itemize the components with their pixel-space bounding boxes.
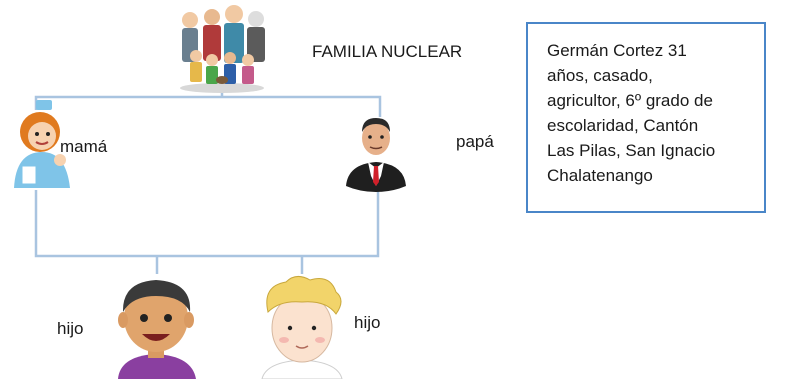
connector-top <box>34 95 382 117</box>
father-info-text: Germán Cortez 31 años, casado, agriculto… <box>547 41 716 185</box>
connector-parents <box>34 188 380 258</box>
father-info-box: Germán Cortez 31 años, casado, agriculto… <box>526 22 766 213</box>
connector-lines <box>34 84 382 274</box>
son-2-label: hijo <box>354 313 381 332</box>
nurse-mother-icon <box>14 100 70 188</box>
mother-label: mamá <box>60 137 108 156</box>
father-suit-icon <box>341 118 411 192</box>
father-label: papá <box>456 132 494 151</box>
family-group-icon <box>180 5 265 93</box>
boy-dark-hair-icon <box>118 280 196 379</box>
diagram-title: FAMILIA NUCLEAR <box>312 42 463 61</box>
son-1-label: hijo <box>57 319 84 338</box>
boy-blond-hair-icon <box>261 276 343 379</box>
